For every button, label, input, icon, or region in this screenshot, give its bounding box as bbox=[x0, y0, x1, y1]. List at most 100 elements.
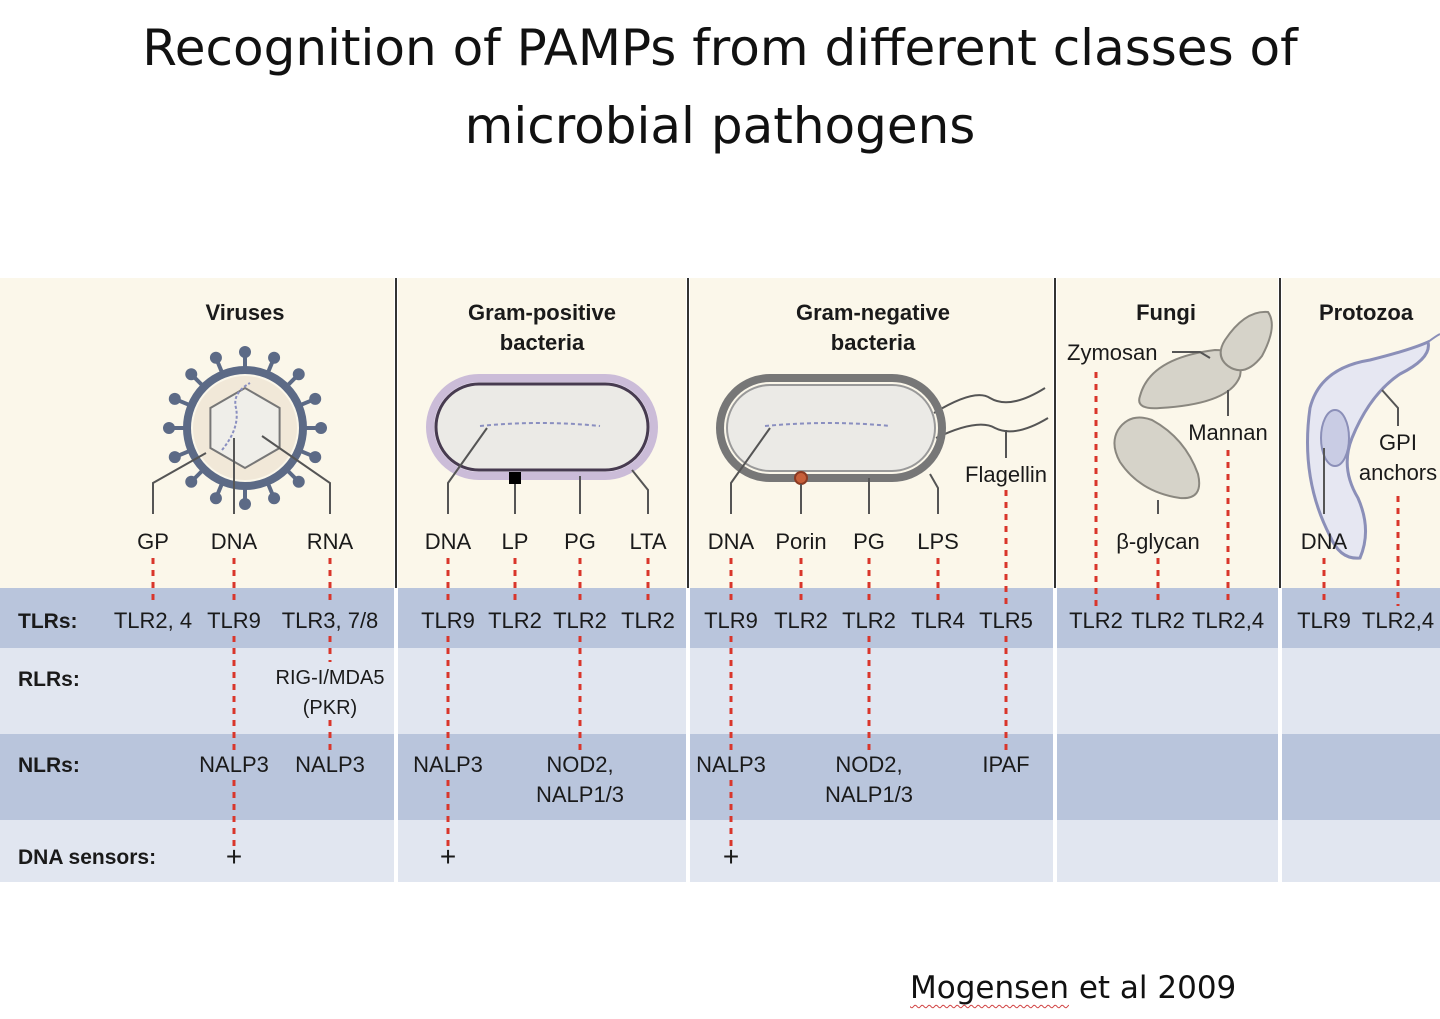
ligand-gram-positive-dna-label: DNA bbox=[425, 529, 472, 554]
ligand-protozoa-gpi-anchors-label: GPI bbox=[1379, 430, 1417, 455]
ligand-fungi-zymosan-label: Zymosan bbox=[1067, 340, 1157, 365]
ligand-fungi-zymosan-tlr: TLR2 bbox=[1069, 608, 1123, 633]
fungi-illustration bbox=[1113, 310, 1273, 500]
ligand-gram-positive-dna-dna-sensor: + bbox=[440, 841, 456, 872]
virus-spike-knob bbox=[315, 422, 327, 434]
fungal-cell-2 bbox=[1219, 310, 1273, 372]
virus-genome bbox=[221, 382, 251, 451]
ligand-gram-positive-lp-tlr: TLR2 bbox=[488, 608, 542, 633]
virus-spike-knob bbox=[209, 492, 222, 505]
virus-spike-knob bbox=[163, 422, 175, 434]
ligand-gram-negative-pg-nlr: NALP1/3 bbox=[825, 782, 913, 807]
gram-negative-cell bbox=[726, 384, 936, 472]
nlr-band bbox=[0, 734, 1440, 820]
virus-illustration bbox=[163, 346, 327, 510]
ligand-protozoa-dna-label: DNA bbox=[1301, 529, 1348, 554]
column-header-gram-positive: bacteria bbox=[500, 330, 585, 355]
ligand-gram-positive-lta-leader bbox=[631, 469, 649, 514]
ligand-gram-negative-dna-dna-sensor: + bbox=[723, 841, 739, 872]
ligand-gram-positive-dna-leader bbox=[447, 427, 488, 514]
ligand-gram-negative-pg-nlr: NOD2, bbox=[835, 752, 902, 777]
virus-spike-knob bbox=[268, 351, 281, 364]
gram-positive-dna-strand bbox=[479, 422, 601, 427]
virus-spike-knob bbox=[168, 392, 181, 405]
ligand-gram-negative-pg-tlr: TLR2 bbox=[842, 608, 896, 633]
ligand-fungi--glycan-tlr: TLR2 bbox=[1131, 608, 1185, 633]
virus-spike-knob bbox=[209, 351, 222, 364]
ligand-gram-positive-dna-tlr: TLR9 bbox=[421, 608, 475, 633]
slide-title-line2: microbial pathogens bbox=[464, 97, 976, 155]
ligand-gram-positive-pg-nlr: NALP1/3 bbox=[536, 782, 624, 807]
citation-rest: et al 2009 bbox=[1068, 970, 1237, 1006]
citation: Mogensen et al 2009 bbox=[910, 970, 1236, 1006]
rlr-band bbox=[0, 648, 1440, 734]
ligand-gram-negative-flagellin-nlr: IPAF bbox=[982, 752, 1029, 777]
ligand-viruses-rna-rlr: (PKR) bbox=[303, 697, 357, 719]
virus-spike-knob bbox=[309, 392, 322, 405]
ligand-gram-negative-porin-label: Porin bbox=[775, 529, 826, 554]
ligand-viruses-dna-dna-sensor: + bbox=[226, 841, 242, 872]
virus-spike-knob bbox=[239, 498, 251, 510]
virus-spike-knob bbox=[185, 368, 198, 381]
ligand-gram-negative-flagellin-tlr: TLR5 bbox=[979, 608, 1033, 633]
ligand-viruses-gp-leader bbox=[152, 452, 207, 514]
virus-spike-knob bbox=[309, 451, 322, 464]
ligand-gram-negative-lps-label: LPS bbox=[917, 529, 959, 554]
ligand-gram-negative-dna-label: DNA bbox=[708, 529, 755, 554]
ligand-gram-positive-dna-nlr: NALP3 bbox=[413, 752, 483, 777]
gram-negative-dna-strand bbox=[764, 422, 891, 427]
ligand-gram-negative-dna-nlr: NALP3 bbox=[696, 752, 766, 777]
ligand-gram-negative-flagellin-label: Flagellin bbox=[965, 462, 1047, 487]
gram-negative-bacterium-illustration bbox=[716, 374, 1049, 485]
citation-author: Mogensen bbox=[910, 970, 1069, 1006]
column-header-fungi: Fungi bbox=[1136, 300, 1196, 325]
tlr-band bbox=[0, 588, 1440, 648]
protozoa-illustration bbox=[1306, 333, 1440, 560]
ligand-viruses-gp-label: GP bbox=[137, 529, 169, 554]
ligand-protozoa-dna-tlr: TLR9 bbox=[1297, 608, 1351, 633]
row-label-1: RLRs: bbox=[18, 668, 80, 691]
ligand-viruses-rna-nlr: NALP3 bbox=[295, 752, 365, 777]
virus-spike-knob bbox=[239, 346, 251, 358]
ligand-viruses-rna-rlr: RIG-I/MDA5 bbox=[276, 667, 385, 689]
gram-positive-bacterium-illustration bbox=[426, 374, 658, 484]
gram-negative-outer-membrane bbox=[716, 374, 946, 482]
virus-envelope bbox=[183, 366, 307, 490]
slide-title-line1: Recognition of PAMPs from different clas… bbox=[142, 19, 1298, 77]
ligand-viruses-rna-leader bbox=[261, 435, 331, 514]
virus-spike-knob bbox=[292, 368, 305, 381]
ligand-viruses-rna-tlr: TLR3, 7/8 bbox=[282, 608, 379, 633]
protozoan-body bbox=[1306, 339, 1430, 560]
ligand-gram-negative-dna-leader bbox=[730, 427, 771, 514]
virus-spike-knob bbox=[185, 475, 198, 488]
ligand-protozoa-gpi-anchors-leader bbox=[1381, 389, 1399, 426]
porin-marker bbox=[794, 471, 808, 485]
ligand-viruses-dna-nlr: NALP3 bbox=[199, 752, 269, 777]
virus-spike-knob bbox=[292, 475, 305, 488]
column-header-gram-negative: Gram-negative bbox=[796, 300, 950, 325]
ligand-fungi--glycan-label: β-glycan bbox=[1116, 529, 1200, 554]
ligand-viruses-dna-label: DNA bbox=[211, 529, 258, 554]
lipoprotein-marker bbox=[509, 472, 521, 484]
ligand-protozoa-gpi-anchors-tlr: TLR2,4 bbox=[1362, 608, 1434, 633]
fungal-cell-3 bbox=[1113, 416, 1201, 500]
ligand-gram-positive-pg-nlr: NOD2, bbox=[546, 752, 613, 777]
column-header-protozoa: Protozoa bbox=[1319, 300, 1414, 325]
ligand-protozoa-gpi-anchors-label: anchors bbox=[1359, 460, 1437, 485]
ligand-gram-negative-dna-tlr: TLR9 bbox=[704, 608, 758, 633]
column-header-gram-positive: Gram-positive bbox=[468, 300, 616, 325]
ligand-gram-negative-lps-tlr: TLR4 bbox=[911, 608, 965, 633]
ligand-gram-negative-pg-label: PG bbox=[853, 529, 885, 554]
flagellum-1 bbox=[933, 387, 1046, 414]
column-header-viruses: Viruses bbox=[205, 300, 284, 325]
virus-spike-knob bbox=[168, 451, 181, 464]
gram-positive-cell-wall bbox=[434, 382, 650, 472]
ligand-viruses-dna-tlr: TLR9 bbox=[207, 608, 261, 633]
ligand-fungi-zymosan-leader bbox=[1172, 351, 1211, 359]
virus-spike-knob bbox=[268, 492, 281, 505]
ligand-gram-positive-lp-label: LP bbox=[502, 529, 529, 554]
row-label-0: TLRs: bbox=[18, 610, 78, 633]
ligand-fungi-mannan-label: Mannan bbox=[1188, 420, 1268, 445]
flagellum-2 bbox=[935, 417, 1049, 439]
ligand-gram-positive-lta-tlr: TLR2 bbox=[621, 608, 675, 633]
